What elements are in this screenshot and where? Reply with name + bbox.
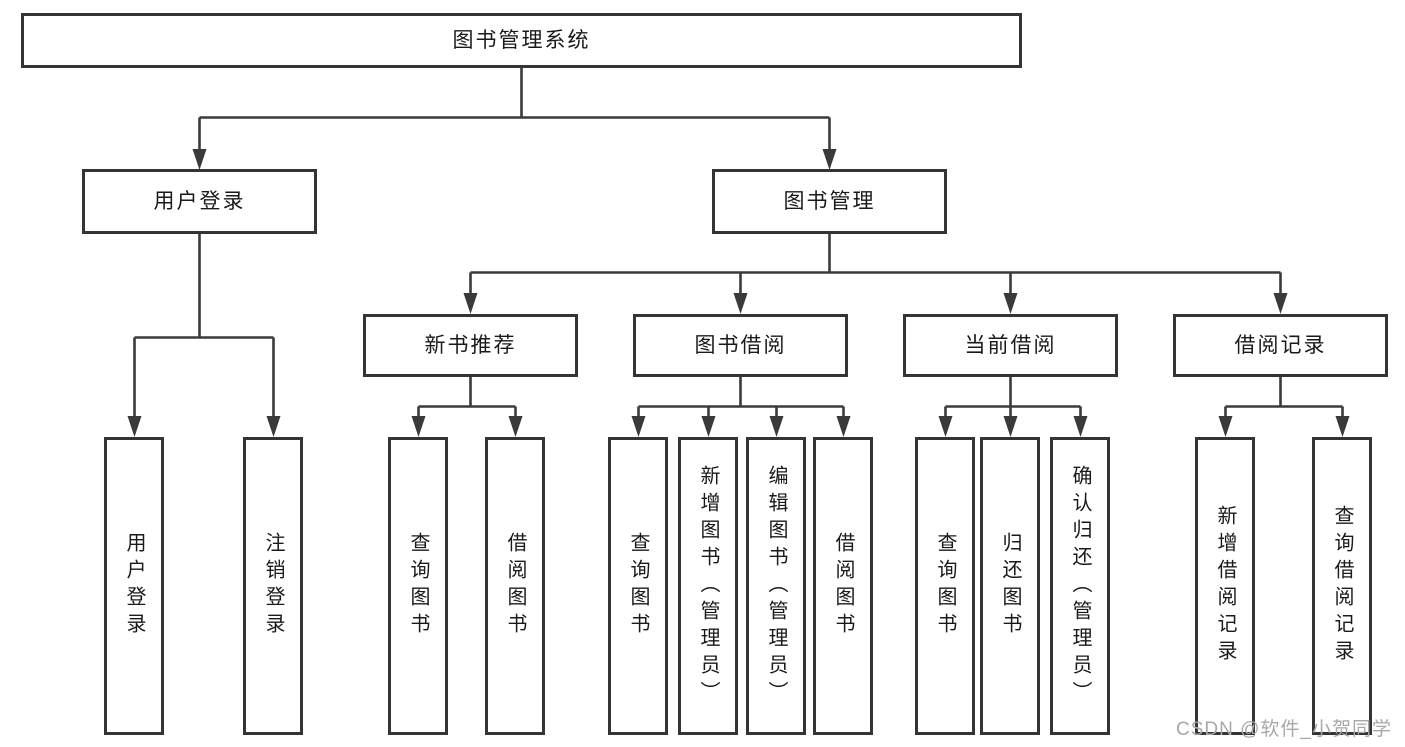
- connector-book-borrow: [637, 377, 845, 417]
- node-user-login: 用户登录: [82, 169, 317, 234]
- leaf-borrow-query-books: 查询图书: [608, 437, 668, 735]
- node-book-management: 图书管理: [712, 169, 947, 234]
- leaf-current-return-books: 归还图书: [980, 437, 1040, 735]
- connector-book-mgmt: [469, 234, 1282, 294]
- node-current-borrowing: 当前借阅: [903, 314, 1118, 377]
- leaf-records-query-record: 查询借阅记录: [1312, 437, 1372, 735]
- leaf-borrow-add-books-admin: 新增图书（管理员）: [678, 437, 738, 735]
- connector-borrow-records: [1224, 377, 1344, 417]
- csdn-watermark: CSDN @软件_小贺同学: [1176, 719, 1392, 740]
- leaf-newbooks-query-books: 查询图书: [388, 437, 448, 735]
- node-borrowing-records: 借阅记录: [1173, 314, 1388, 377]
- leaf-newbooks-borrow-books: 借阅图书: [485, 437, 545, 735]
- connector-user-login: [133, 234, 275, 417]
- leaf-user-login: 用户登录: [104, 437, 164, 735]
- leaf-logout: 注销登录: [243, 437, 303, 735]
- node-book-borrowing: 图书借阅: [633, 314, 848, 377]
- leaf-current-confirm-return-admin: 确认归还（管理员）: [1050, 437, 1110, 735]
- node-system-root: 图书管理系统: [21, 13, 1022, 68]
- leaf-borrow-edit-books-admin: 编辑图书（管理员）: [746, 437, 806, 735]
- connector-current-borrow: [944, 377, 1082, 417]
- leaf-borrow-borrow-books: 借阅图书: [813, 437, 873, 735]
- leaf-records-add-record: 新增借阅记录: [1195, 437, 1255, 735]
- node-new-book-recommend: 新书推荐: [363, 314, 578, 377]
- connector-root: [198, 68, 831, 150]
- leaf-current-query-books: 查询图书: [915, 437, 975, 735]
- connector-new-books: [417, 377, 517, 417]
